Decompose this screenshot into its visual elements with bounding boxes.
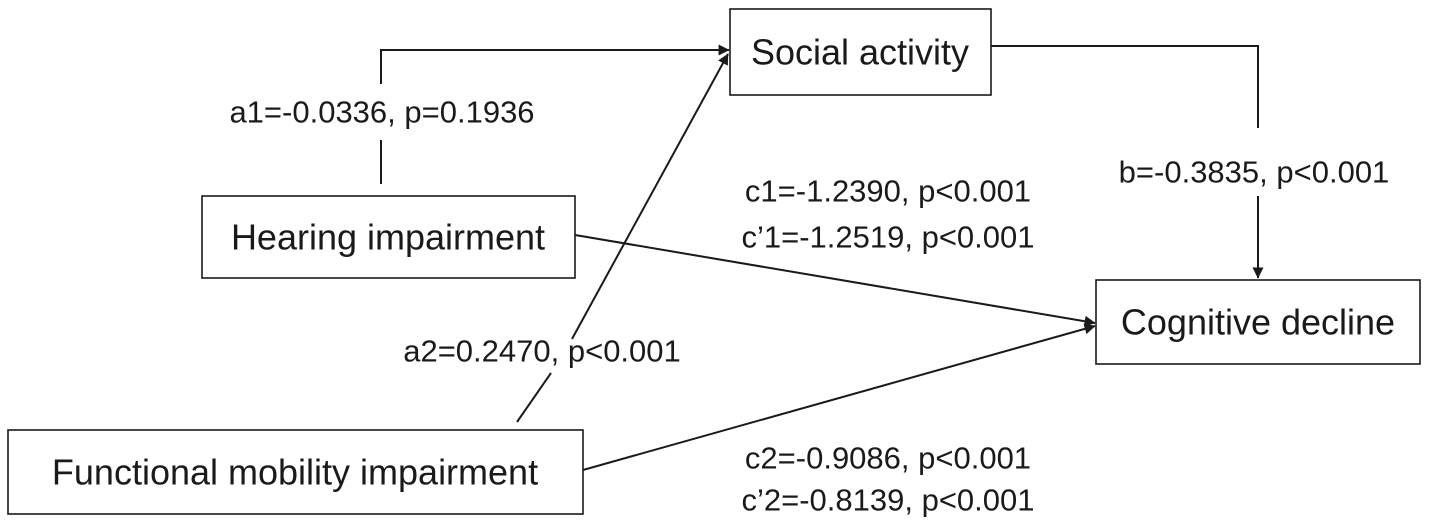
edge-c2-total-label: c2=-0.9086, p<0.001 — [745, 441, 1031, 476]
node-functional-mobility-impairment-label: Functional mobility impairment — [52, 452, 538, 493]
edge-c1-direct-label: c’1=-1.2519, p<0.001 — [741, 220, 1034, 255]
node-hearing-impairment-label: Hearing impairment — [231, 217, 545, 258]
edge-c1-total-label: c1=-1.2390, p<0.001 — [745, 174, 1031, 209]
edge-a1 — [380, 44, 730, 184]
edge-b-label: b=-0.3835, p<0.001 — [1119, 155, 1390, 190]
node-cognitive-decline: Cognitive decline — [1095, 279, 1421, 365]
edge-a1-upper-segment — [380, 44, 730, 84]
edge-b-upper-segment — [991, 45, 1259, 128]
node-cognitive-decline-box — [1095, 279, 1421, 365]
edge-a2 — [516, 53, 729, 423]
edge-b — [991, 45, 1264, 279]
edge-c2-direct-label: c’2=-0.8139, p<0.001 — [741, 483, 1034, 518]
edge-a2-lower-segment — [516, 372, 552, 423]
edge-a2-upper-segment — [571, 53, 729, 340]
edge-a2-label: a2=0.2470, p<0.001 — [403, 334, 681, 369]
node-social-activity: Social activity — [729, 8, 992, 96]
node-hearing-impairment-box — [201, 195, 576, 279]
node-hearing-impairment: Hearing impairment — [201, 195, 576, 279]
node-social-activity-box — [729, 8, 992, 96]
node-functional-mobility-impairment: Functional mobility impairment — [7, 429, 584, 515]
edge-c2 — [582, 323, 1096, 471]
edge-c1 — [574, 234, 1096, 327]
node-cognitive-decline-label: Cognitive decline — [1121, 302, 1395, 343]
node-social-activity-label: Social activity — [751, 32, 969, 73]
node-functional-mobility-impairment-box — [7, 429, 584, 515]
edge-a1-label: a1=-0.0336, p=0.1936 — [229, 95, 534, 130]
